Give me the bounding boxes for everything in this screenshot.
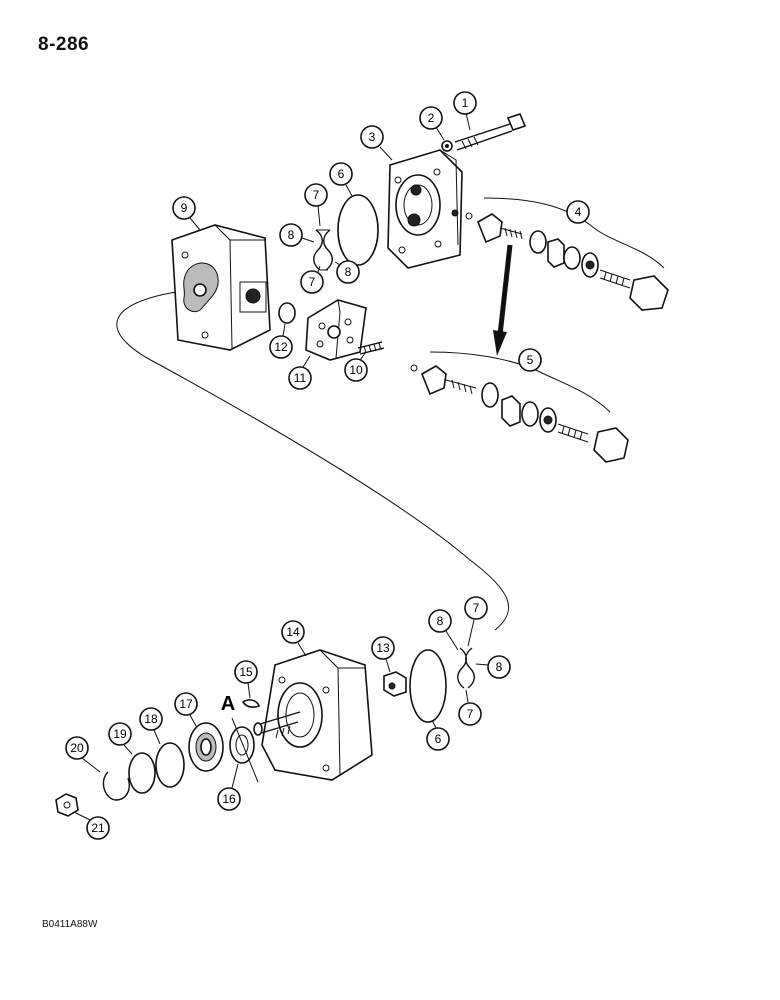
group-brace-5 [429,351,611,413]
part-seal-ring-bottom [409,649,447,723]
part-bearing [188,722,224,772]
svg-text:7: 7 [313,188,320,202]
callout-3: 3 [360,125,393,161]
svg-text:8: 8 [345,265,352,279]
callout-8-top-a: 8 [279,223,315,247]
valve-reference-arrow [493,244,513,356]
callout-19: 19 [108,722,133,755]
callout-15: 15 [234,660,258,699]
callout-21: 21 [73,811,110,840]
part-snap-ring [102,771,130,801]
svg-text:7: 7 [309,275,316,289]
svg-text:16: 16 [222,792,236,806]
callout-12: 12 [269,323,293,359]
part-bolt [454,113,527,151]
callout-10: 10 [344,351,368,382]
svg-text:6: 6 [338,167,345,181]
part-retainer-ring [128,752,156,794]
page-number: 8-286 [38,34,90,55]
svg-text:8: 8 [496,660,503,674]
callout-7-bottom-b: 7 [458,689,482,726]
callout-20: 20 [65,736,101,773]
part-wire-seal-top [313,229,333,271]
svg-text:12: 12 [274,340,288,354]
svg-text:10: 10 [349,363,363,377]
callout-2: 2 [419,106,445,141]
svg-text:7: 7 [467,707,474,721]
callout-8-bottom-a: 8 [428,609,459,651]
svg-text:4: 4 [575,205,582,219]
part-nut [55,793,79,817]
part-adapter-plate [305,299,367,361]
svg-text:19: 19 [113,727,127,741]
figure-code: B0411A88W [42,919,98,930]
callout-9: 9 [172,196,201,231]
part-screw [357,341,385,355]
svg-text:13: 13 [376,641,390,655]
svg-text:15: 15 [239,665,253,679]
part-end-cover [387,149,463,269]
group-brace-4 [483,197,665,269]
callout-13: 13 [371,636,395,673]
svg-text:5: 5 [527,353,534,367]
assembly-guide-line [116,291,510,631]
callout-6-bottom: 6 [426,719,450,751]
svg-text:20: 20 [70,741,84,755]
svg-text:6: 6 [435,732,442,746]
svg-text:8: 8 [437,614,444,628]
part-seal-ring-top [337,194,379,266]
svg-text:18: 18 [144,712,158,726]
svg-text:14: 14 [286,625,300,639]
part-coupling [383,671,407,697]
callout-5: 5 [518,348,542,372]
part-wire-seal-bottom [457,647,475,689]
part-relief-valve-upper [465,212,669,311]
svg-text:1: 1 [462,96,469,110]
callout-18: 18 [139,707,163,745]
callout-8-top-b: 8 [334,260,360,284]
svg-text:2: 2 [428,111,435,125]
callout-11: 11 [288,355,312,390]
part-relief-valve-lower [410,364,629,463]
callout-8-bottom-b: 8 [475,655,511,679]
callout-17: 17 [174,692,198,727]
svg-text:8: 8 [288,228,295,242]
callout-6-top: 6 [329,162,353,197]
part-mounting-flange [253,649,373,781]
callout-16: 16 [217,763,241,811]
part-shaft-seal [229,726,255,764]
part-o-ring-18 [155,742,185,788]
svg-text:9: 9 [181,201,188,215]
part-o-ring [278,302,296,324]
callout-4: 4 [566,200,590,224]
part-key [241,699,261,708]
callout-7-top-b: 7 [300,265,324,294]
callout-7-top-a: 7 [304,183,328,227]
callout-1: 1 [453,91,477,131]
svg-text:11: 11 [294,371,307,385]
callout-14: 14 [281,620,307,657]
svg-text:17: 17 [179,697,193,711]
svg-text:7: 7 [473,601,480,615]
view-letter: A [221,693,235,715]
svg-text:3: 3 [369,130,376,144]
part-pump-body [171,224,271,351]
callout-7-bottom-a: 7 [464,596,488,647]
part-lock-washer [441,140,453,152]
svg-text:21: 21 [91,821,105,835]
